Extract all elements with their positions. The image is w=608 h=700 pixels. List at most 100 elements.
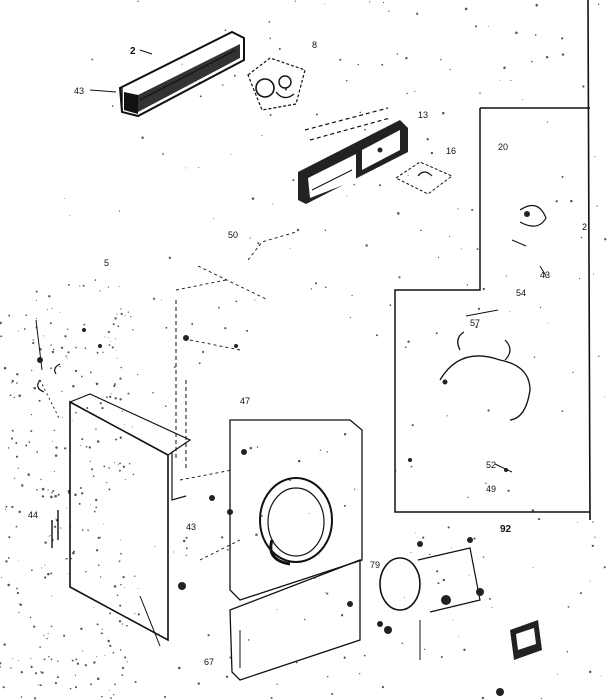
noise-speck: [343, 433, 347, 436]
noise-speck: [119, 604, 122, 607]
noise-speck: [440, 58, 442, 61]
noise-speck: [43, 634, 45, 637]
noise-speck: [561, 175, 564, 178]
noise-speck: [75, 346, 77, 349]
noise-speck: [119, 377, 122, 380]
noise-speck: [353, 183, 355, 186]
noise-speck: [119, 436, 123, 439]
noise-speck: [12, 658, 14, 660]
noise-speck: [403, 597, 405, 599]
noise-speck: [153, 297, 156, 300]
noise-speck: [49, 322, 52, 325]
noise-speck: [116, 313, 118, 315]
noise-speck: [18, 394, 21, 397]
noise-speck: [16, 587, 18, 590]
noise-speck: [8, 536, 11, 539]
noise-speck: [82, 284, 85, 287]
noise-speck: [272, 203, 274, 205]
noise-speck: [103, 465, 106, 468]
noise-speck: [103, 523, 105, 525]
noise-speck: [118, 560, 121, 563]
noise-speck: [505, 275, 507, 277]
noise-speck: [570, 199, 573, 203]
noise-speck: [401, 642, 404, 645]
noise-speck: [547, 322, 549, 324]
noise-speck: [325, 286, 327, 289]
noise-speck: [53, 429, 56, 432]
noise-speck: [36, 488, 38, 491]
noise-speck: [407, 174, 409, 176]
noise-speck: [561, 53, 565, 56]
noise-speck: [111, 346, 114, 349]
noise-speck: [9, 394, 12, 397]
noise-speck: [398, 276, 401, 279]
noise-speck: [119, 553, 122, 555]
noise-speck: [23, 328, 26, 330]
noise-speck: [109, 690, 110, 692]
noise-speck: [81, 529, 84, 531]
noise-speck: [346, 195, 348, 197]
noise-speck: [566, 651, 569, 653]
noise-speck: [476, 248, 479, 251]
noise-speck: [47, 633, 49, 635]
noise-speck: [116, 357, 118, 359]
noise-speck: [93, 661, 96, 664]
noise-speck: [540, 697, 543, 700]
noise-speck: [458, 636, 460, 638]
noise-speck: [181, 63, 183, 65]
noise-speck: [44, 576, 47, 579]
noise-speck: [221, 536, 224, 539]
noise-speck: [510, 79, 512, 82]
pump-assembly: [379, 547, 484, 660]
noise-speck: [420, 229, 422, 232]
noise-speck: [120, 366, 122, 369]
noise-speck: [489, 597, 491, 600]
noise-speck: [5, 560, 8, 563]
noise-speck: [354, 488, 356, 490]
noise-speck: [3, 366, 7, 370]
noise-speck: [42, 335, 44, 337]
callout-92: 92: [500, 524, 512, 535]
noise-speck: [556, 673, 558, 675]
noise-speck: [603, 566, 606, 569]
noise-speck: [59, 365, 61, 368]
noise-speck: [47, 489, 49, 491]
noise-speck: [104, 336, 106, 338]
noise-speck: [0, 321, 2, 325]
noise-speck: [36, 318, 38, 320]
noise-speck: [233, 74, 236, 77]
noise-speck: [108, 344, 111, 346]
noise-speck: [255, 533, 258, 536]
noise-speck: [51, 350, 55, 354]
noise-speck: [107, 330, 110, 334]
noise-speck: [119, 539, 121, 541]
noise-speck: [116, 594, 119, 597]
noise-speck: [463, 648, 466, 652]
noise-speck: [331, 692, 334, 696]
noise-speck: [545, 55, 549, 59]
noise-speck: [67, 573, 69, 575]
noise-speck: [292, 179, 295, 182]
noise-speck: [284, 88, 288, 91]
callout-2: 2: [130, 46, 136, 57]
noise-speck: [21, 484, 24, 487]
door-seal: [259, 477, 333, 566]
noise-speck: [52, 348, 55, 351]
callout-79: 79: [370, 560, 380, 570]
noise-speck: [130, 316, 132, 318]
noise-speck: [108, 467, 110, 469]
noise-speck: [487, 409, 490, 412]
callout-43-lower: 43: [186, 522, 196, 532]
control-panel: [298, 120, 408, 204]
inset-motor-parts: [408, 204, 547, 473]
noise-speck: [310, 288, 313, 290]
noise-speck: [437, 582, 440, 585]
noise-speck: [96, 351, 99, 354]
noise-speck: [67, 283, 70, 286]
noise-speck: [51, 595, 53, 597]
noise-speck: [487, 25, 489, 27]
noise-speck: [294, 0, 296, 2]
noise-speck: [35, 299, 38, 302]
noise-speck: [16, 382, 18, 384]
